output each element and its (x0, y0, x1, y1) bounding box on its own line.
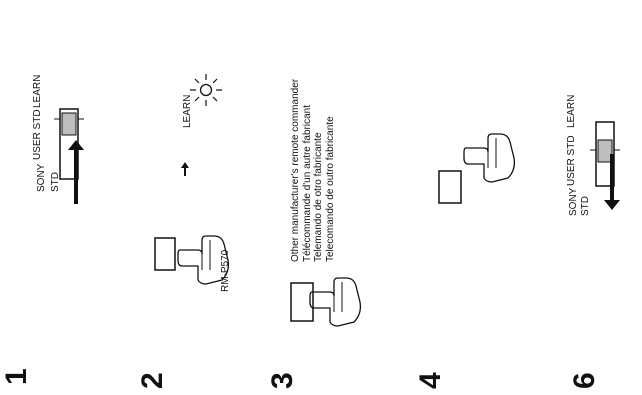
hand-press-icon (309, 277, 362, 327)
other-remote-text-block: Other manufacturer's remote commander Té… (290, 79, 336, 262)
remote-model-label: RM-P570 (220, 249, 231, 292)
arrow-icon (181, 162, 189, 176)
indicator-lamp-icon (190, 74, 222, 106)
arrow-icon (68, 140, 84, 204)
step-number-4: 4 (414, 372, 447, 389)
other-remote-text-pt: Telecomando de outro fabricante (324, 116, 336, 262)
switch-label-user-std: USER STD (566, 135, 577, 186)
button-icon (438, 170, 462, 204)
other-remote-text-en: Other manufacturer's remote commander (290, 78, 301, 262)
arrow-icon (604, 154, 620, 210)
other-remote-text-es: Telemando de otro fabricante (313, 132, 324, 262)
switch-label-user-std: USER STD (32, 109, 43, 160)
step-number-3: 3 (266, 372, 299, 389)
switch-label-learn: LEARN (566, 94, 577, 128)
other-remote-text-fr: Télécommande d'un autre fabricant (301, 105, 313, 262)
switch-label-learn: LEARN (32, 74, 43, 108)
step-number-6: 6 (568, 372, 601, 389)
hand-press-icon (177, 235, 230, 285)
button-icon (154, 237, 176, 271)
switch-label-std: STD (580, 196, 591, 216)
button-icon (290, 282, 314, 322)
hand-press-icon (463, 133, 516, 183)
step-number-1: 1 (0, 368, 33, 385)
step-number-2: 2 (136, 372, 169, 389)
switch-label-sony: SONY (568, 187, 579, 216)
